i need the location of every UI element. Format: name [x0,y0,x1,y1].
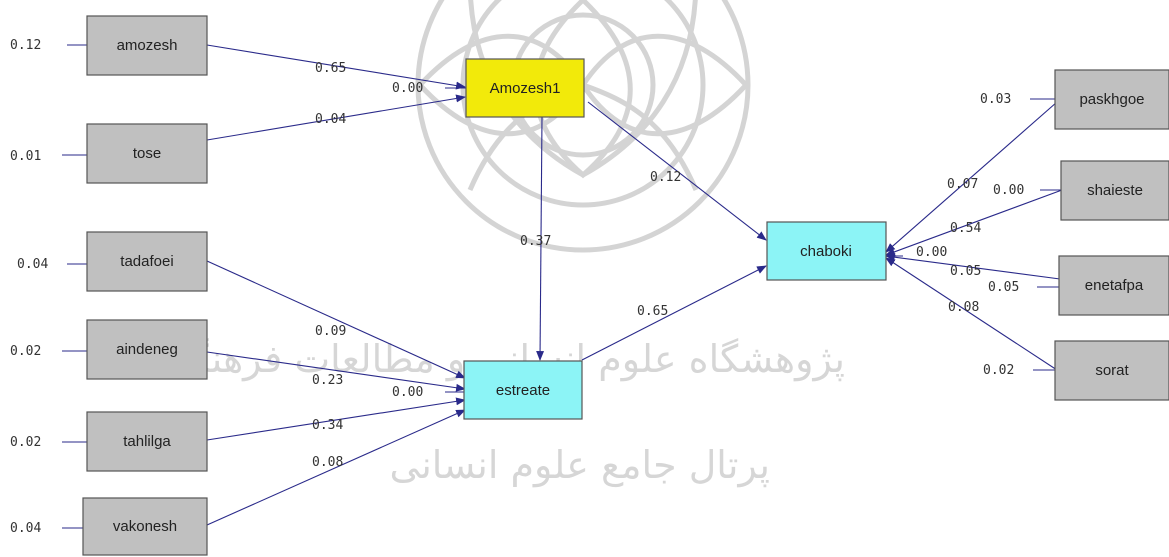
error-value-amozesh1: 0.00 [392,81,423,96]
node-enetafpa[interactable]: enetafpa [1058,255,1169,316]
node-estreate-label: estreate [496,382,550,399]
error-values: 0.12 0.01 0.04 0.02 0.02 0.04 0.00 0.00 … [10,38,1024,536]
node-sorat[interactable]: sorat [1054,340,1169,401]
node-aindeneg-label: aindeneg [116,341,178,358]
path-amozesh1-to-chaboki [587,101,767,241]
node-tahlilga-label: tahlilga [123,433,171,450]
node-tadafoei[interactable]: tadafoei [86,231,208,292]
node-shaieste-label: shaieste [1087,182,1143,199]
error-value-enetafpa: 0.05 [988,280,1019,295]
path-amozesh1-to-estreate [536,116,545,361]
path-vakonesh-to-estreate [206,409,466,526]
path-enetafpa-to-chaboki [885,253,1061,280]
node-vakonesh[interactable]: vakonesh [82,497,208,556]
node-sorat-label: sorat [1095,362,1129,379]
coef-tadafoei-to-estreate: 0.09 [315,324,346,339]
error-value-aindeneg: 0.02 [10,344,41,359]
error-lines [62,44,1061,529]
node-amozesh1-label: Amozesh1 [490,80,561,97]
path-tose-to-amozesh1 [206,94,466,141]
path-aindeneg-to-estreate [206,351,466,392]
path-amozesh-to-amozesh1 [206,44,466,90]
error-value-tadafoei: 0.04 [17,257,48,272]
node-chaboki[interactable]: chaboki [766,221,887,281]
error-value-tahlilga: 0.02 [10,435,41,450]
path-shaieste-to-chaboki [885,189,1063,256]
error-value-vakonesh: 0.04 [10,521,41,536]
node-shaieste[interactable]: shaieste [1060,160,1169,221]
coef-paskhgoe-to-chaboki: 0.07 [947,177,978,192]
error-value-sorat: 0.02 [983,363,1014,378]
node-paskhgoe[interactable]: paskhgoe [1054,69,1169,130]
path-coefficients: 0.65 0.04 0.12 0.37 0.65 0.09 0.23 0.34 … [312,61,981,470]
path-sorat-to-chaboki [885,257,1058,371]
error-value-paskhgoe: 0.03 [980,92,1011,107]
coef-estreate-to-chaboki: 0.65 [637,304,668,319]
coef-amozesh-to-amozesh1: 0.65 [315,61,346,76]
node-amozesh[interactable]: amozesh [86,15,208,76]
watermark-text-line2: پرتال جامع علوم انسانی [390,443,770,488]
node-tahlilga[interactable]: tahlilga [86,411,208,472]
node-estreate[interactable]: estreate [463,360,583,420]
node-tose[interactable]: tose [86,123,208,184]
node-amozesh1[interactable]: Amozesh1 [465,58,585,118]
coef-enetafpa-to-chaboki: 0.05 [950,264,981,279]
coef-vakonesh-to-estreate: 0.08 [312,455,343,470]
watermark-rosette-icon [415,0,751,253]
error-value-shaieste: 0.00 [993,183,1024,198]
coef-tahlilga-to-estreate: 0.34 [312,418,343,433]
node-chaboki-label: chaboki [800,243,852,260]
coef-shaieste-to-chaboki: 0.54 [950,221,981,236]
error-value-estreate: 0.00 [392,385,423,400]
node-paskhgoe-label: paskhgoe [1079,91,1144,108]
node-tose-label: tose [133,145,161,162]
error-value-amozesh: 0.12 [10,38,41,53]
coef-sorat-to-chaboki: 0.08 [948,300,979,315]
path-paskhgoe-to-chaboki [885,101,1058,253]
node-enetafpa-label: enetafpa [1085,277,1144,294]
path-tadafoei-to-estreate [206,260,466,379]
node-tadafoei-label: tadafoei [120,253,173,270]
coef-amozesh1-to-chaboki: 0.12 [650,170,681,185]
error-value-tose: 0.01 [10,149,41,164]
path-arrows [206,44,1063,526]
coef-aindeneg-to-estreate: 0.23 [312,373,343,388]
coef-tose-to-amozesh1: 0.04 [315,112,346,127]
path-estreate-to-chaboki [581,265,767,361]
node-amozesh-label: amozesh [117,37,178,54]
node-aindeneg[interactable]: aindeneg [86,319,208,380]
coef-amozesh1-to-estreate: 0.37 [520,234,551,249]
node-vakonesh-label: vakonesh [113,518,177,535]
path-tahlilga-to-estreate [206,397,466,441]
error-value-chaboki: 0.00 [916,245,947,260]
